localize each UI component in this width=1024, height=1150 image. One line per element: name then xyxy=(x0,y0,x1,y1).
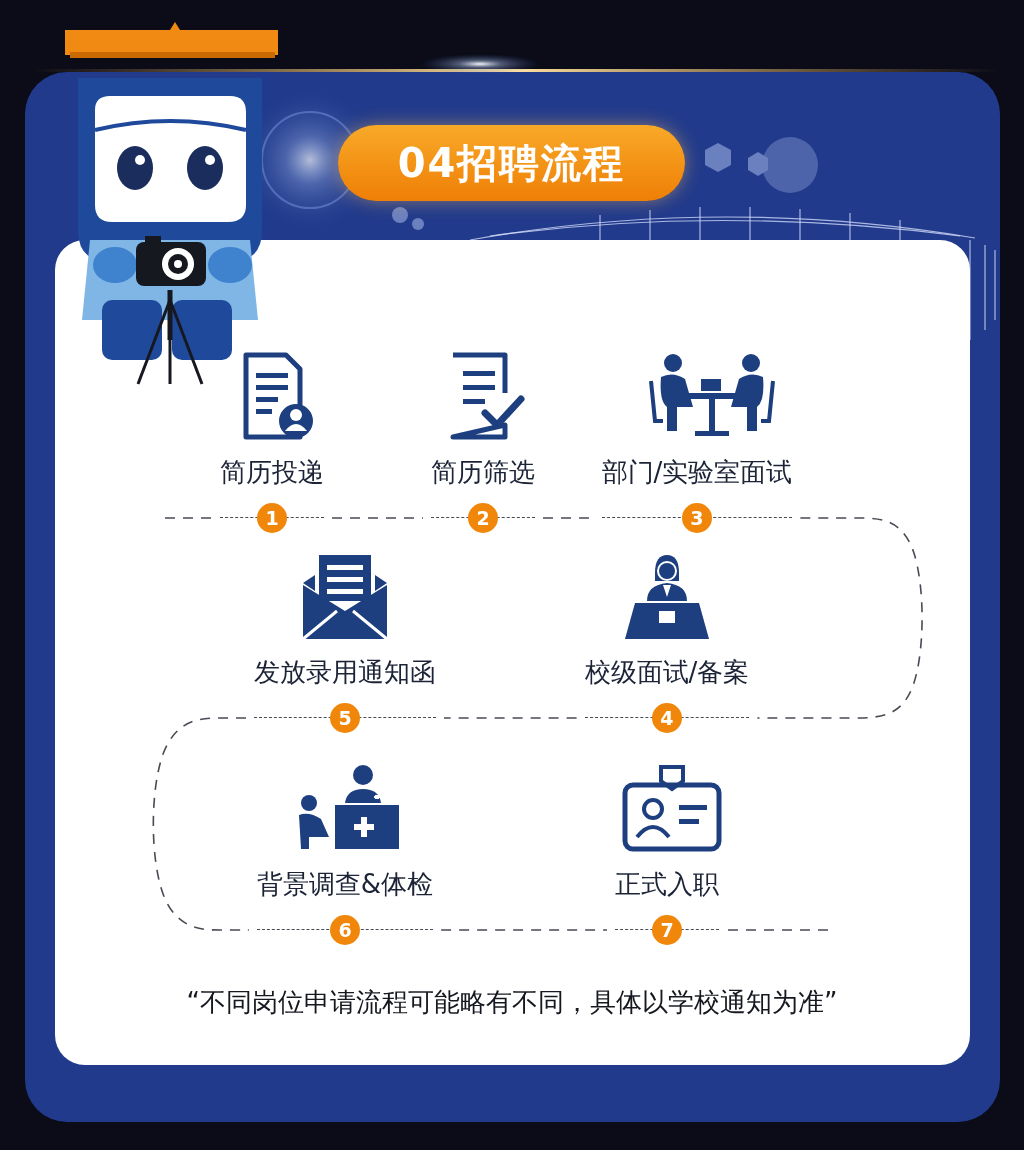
process-step: 校级面试/备案 4 xyxy=(577,551,758,733)
step-label: 校级面试/备案 xyxy=(585,655,750,689)
light-flare xyxy=(420,54,540,74)
step-label: 正式入职 xyxy=(615,867,719,901)
title: 04招聘流程 xyxy=(398,136,626,191)
number-row: 3 xyxy=(602,503,793,533)
step-number: 1 xyxy=(257,503,287,533)
step-number: 5 xyxy=(330,703,360,733)
process-step: 发放录用通知函 5 xyxy=(246,551,444,733)
step-label: 部门/实验室面试 xyxy=(602,455,793,489)
step-icon xyxy=(433,351,533,443)
step-label: 简历投递 xyxy=(220,455,324,489)
dashed-connector xyxy=(757,518,922,718)
step-number: 2 xyxy=(468,503,498,533)
note: “不同岗位申请流程可能略有不同，具体以学校通知为准” xyxy=(0,985,1024,1020)
dashed-connector xyxy=(153,718,249,930)
dashed-connector xyxy=(332,517,423,519)
step-icon xyxy=(647,351,747,443)
process-step: 正式入职 7 xyxy=(607,763,727,945)
step-icon xyxy=(617,551,717,643)
number-row: 2 xyxy=(431,503,535,533)
process-step: 部门/实验室面试 3 xyxy=(594,351,801,533)
mascot xyxy=(65,22,278,384)
dashed-connector xyxy=(444,717,577,719)
number-row: 1 xyxy=(220,503,324,533)
process-step: 简历筛选 2 xyxy=(423,351,543,533)
step-number: 6 xyxy=(330,915,360,945)
dashed-path-end xyxy=(165,518,830,930)
process-step: 背景调查&体检 6 xyxy=(249,763,441,945)
white-card xyxy=(55,240,970,1065)
title-pill: 04招聘流程 xyxy=(338,125,685,201)
step-label: 发放录用通知函 xyxy=(254,655,436,689)
step-number: 4 xyxy=(652,703,682,733)
dashed-connector xyxy=(441,929,607,931)
number-row: 6 xyxy=(257,915,433,945)
number-row: 7 xyxy=(615,915,719,945)
step-number: 7 xyxy=(652,915,682,945)
step-icon xyxy=(617,763,717,855)
step-icon xyxy=(222,351,322,443)
dashed-connector xyxy=(543,517,594,519)
step-icon xyxy=(295,763,395,855)
number-row: 5 xyxy=(254,703,436,733)
process-step: 简历投递 1 xyxy=(212,351,332,533)
step-label: 背景调查&体检 xyxy=(257,867,433,901)
step-label: 简历筛选 xyxy=(431,455,535,489)
number-row: 4 xyxy=(585,703,750,733)
step-number: 3 xyxy=(682,503,712,533)
blue-panel xyxy=(25,72,1000,1122)
step-icon xyxy=(295,551,395,643)
